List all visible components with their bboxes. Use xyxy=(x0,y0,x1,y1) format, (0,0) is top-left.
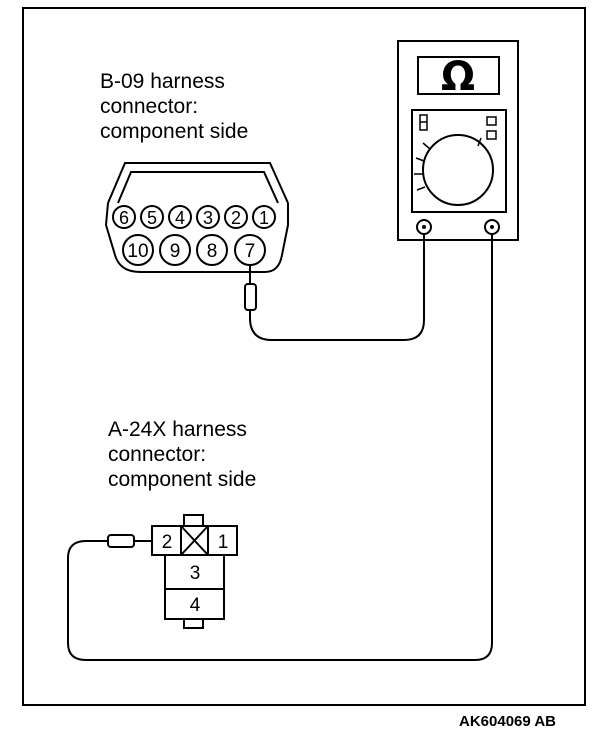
a24x-connector xyxy=(151,514,238,629)
b09-housing-top xyxy=(107,162,289,204)
b09-label-line-1: B-09 harness xyxy=(100,70,225,93)
b09-pin-8-label: 8 xyxy=(207,241,218,262)
wire-b09-to-meter xyxy=(249,234,425,341)
ohm-symbol: Ω xyxy=(441,54,475,100)
probe-a24x xyxy=(107,534,152,548)
ohmmeter-jack-com-center xyxy=(422,225,426,229)
figure-code: AK604069 AB xyxy=(459,713,556,730)
b09-pin-6-label: 6 xyxy=(119,208,129,228)
a24x-pin-1-label: 1 xyxy=(218,532,229,553)
b09-pin-2-label: 2 xyxy=(231,208,241,228)
b09-pins-top xyxy=(112,205,276,229)
b09-label-line-2: connector: xyxy=(100,95,198,118)
ohmmeter-dial xyxy=(422,134,494,206)
a24x-pin-4-cell xyxy=(164,588,225,620)
b09-pin-8 xyxy=(196,234,228,266)
b09-pin-6 xyxy=(112,205,136,229)
b09-pin-10 xyxy=(122,234,154,266)
b09-label-line-3: component side xyxy=(100,120,248,143)
b09-pin-9 xyxy=(159,234,191,266)
b09-pin-1 xyxy=(252,205,276,229)
ohmmeter-switch-right-bottom xyxy=(486,130,497,140)
a24x-pin-3-cell xyxy=(164,554,225,590)
a24x-pin-3-label: 3 xyxy=(190,563,201,584)
a24x-label: A-24X harness connector: component side xyxy=(108,418,256,491)
dial-tick-marks xyxy=(414,137,482,191)
b09-pin-1-label: 1 xyxy=(259,208,269,228)
b09-pin-5 xyxy=(140,205,164,229)
a24x-pin-1-cell xyxy=(207,525,238,556)
wire-meter-to-a24x xyxy=(67,234,493,661)
a24x-label-line-3: component side xyxy=(108,468,256,491)
b09-connector xyxy=(104,162,289,273)
b09-pins-bottom-labels: 10 9 8 7 xyxy=(127,241,255,262)
a24x-pin-labels: 2 1 3 4 xyxy=(162,532,229,616)
b09-pins-top-labels: 6 5 4 3 2 1 xyxy=(119,208,269,228)
b09-pin-10-label: 10 xyxy=(127,241,148,262)
b09-label: B-09 harness connector: component side xyxy=(100,70,248,143)
b09-pin-5-label: 5 xyxy=(147,208,157,228)
b09-pin-4 xyxy=(168,205,192,229)
a24x-label-line-2: connector: xyxy=(108,443,206,466)
ohmmeter-switch-right-top xyxy=(486,116,497,126)
ohmmeter-jack-v-center xyxy=(490,225,494,229)
a24x-latch-bottom xyxy=(183,618,204,629)
b09-pin-3 xyxy=(196,205,220,229)
b09-pin-3-label: 3 xyxy=(203,208,213,228)
b09-pin-2 xyxy=(224,205,248,229)
a24x-latch-top xyxy=(183,514,204,527)
b09-pins-bottom xyxy=(122,234,266,266)
probe-b09 xyxy=(244,265,257,318)
a24x-label-line-1: A-24X harness xyxy=(108,418,247,441)
ohmmeter: Ω xyxy=(397,40,519,241)
b09-housing-inner xyxy=(117,171,279,204)
b09-pin-9-label: 9 xyxy=(170,241,181,262)
b09-pin-4-label: 4 xyxy=(175,208,185,228)
a24x-pin-2-label: 2 xyxy=(162,532,173,553)
diagram-frame xyxy=(22,7,586,706)
ohmmeter-display xyxy=(417,56,500,95)
a24x-pin-4-label: 4 xyxy=(190,595,201,616)
a24x-blank-cross xyxy=(180,525,209,556)
b09-housing-body xyxy=(104,202,289,273)
b09-pin-7-label: 7 xyxy=(245,241,256,262)
